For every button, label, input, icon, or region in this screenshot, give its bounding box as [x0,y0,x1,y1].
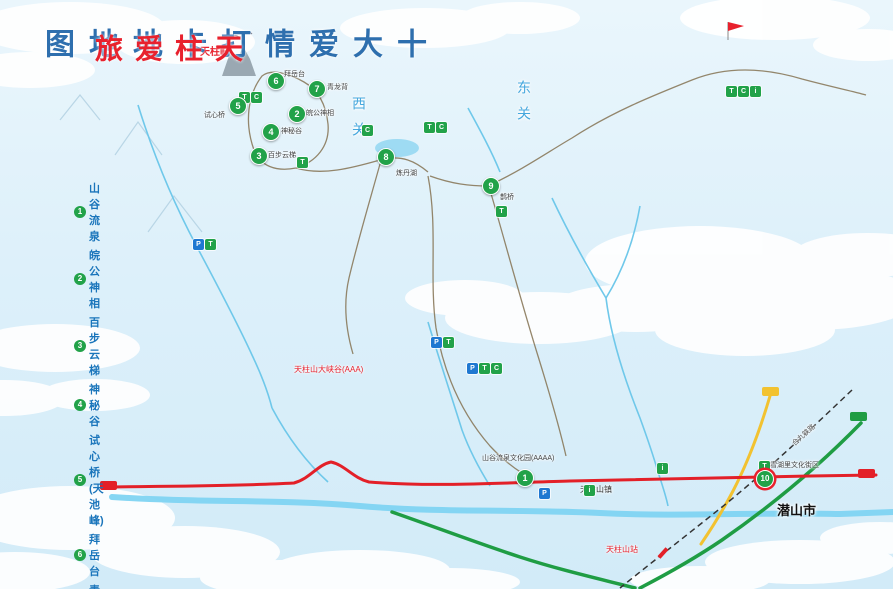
map-label: 潜山市 [777,503,817,518]
toilet-icon: T [496,206,507,217]
map-title-sub: 十大爱情打卡地地图 [40,28,425,61]
map-marker-10: 10 [756,470,774,488]
toilet-icon: T [443,337,454,348]
legend-item-label: 皖公神相 [89,250,100,310]
road-shields [100,387,875,490]
legend-item-label: 试心桥(天池峰) [89,435,104,527]
legend-item-label: 拜岳台 [89,534,100,578]
cableway-icon: C [436,122,447,133]
yellow-road [699,394,772,546]
map-label: 鹊桥 [500,194,514,201]
map-marker-3: 3 [250,147,268,165]
map-marker-1: 1 [516,469,534,487]
map-label: 神秘谷 [281,128,302,135]
info-icon: i [750,86,761,97]
green-roads [390,421,863,589]
legend-item-number: 2 [74,273,86,285]
map-label: 炼丹湖 [396,170,417,177]
map-label: 雪湖里文化街区 [770,462,819,469]
toilet-icon: T [424,122,435,133]
flag-icon [727,22,744,40]
toilet-icon: T [239,92,250,103]
cableway-icon: C [251,92,262,103]
toilet-icon: T [759,461,770,472]
qianshui-river [109,494,893,518]
map-label: 青龙背 [327,84,348,91]
map-label: 试心桥 [204,112,225,119]
parking-icon: P [431,337,442,348]
map-marker-5: 5 [229,97,247,115]
legend-item: 7青龙背 [74,582,104,589]
parking-icon: P [539,488,550,499]
info-icon: i [657,463,668,474]
map-label: 山谷流泉文化园(AAAA) [482,455,555,462]
legend: 1山谷流泉2皖公神相3百步云梯4神秘谷5试心桥(天池峰)6拜岳台7青龙背8炼丹湖… [74,180,104,589]
peak-illustration [222,31,256,76]
toilet-icon: T [297,157,308,168]
toilet-icon: T [479,363,490,374]
cableway-icon: C [362,125,373,136]
map-marker-2: 2 [288,105,306,123]
map-label: 百步云梯 [268,152,296,159]
cableway-icon: C [491,363,502,374]
hill-sketches [59,94,203,233]
map-title-main: 天柱爱旅 [91,34,242,68]
map-label: 拜岳台 [284,71,305,78]
legend-item-number: 5 [74,474,86,486]
legend-item-label: 山谷流泉 [89,183,100,243]
toilet-icon: T [726,86,737,97]
cableway-icon: C [738,86,749,97]
map-marker-8: 8 [377,148,395,166]
map-label: 东关 [516,80,532,132]
map-label: 天柱山站 [606,545,638,554]
legend-item-label: 神秘谷 [89,384,100,428]
map-marker-9: 9 [482,177,500,195]
railway-station-marker [657,547,669,559]
map-label: 天柱山大峡谷(AAA) [294,365,364,374]
map-marker-7: 7 [308,80,326,98]
map-label: 皖公神相 [306,110,334,117]
legend-item-number: 4 [74,399,86,411]
map-label: 天柱峰 [200,47,230,58]
map-marker-6: 6 [267,72,285,90]
parking-icon: P [193,239,204,250]
toilet-icon: T [205,239,216,250]
legend-item-number: 1 [74,206,86,218]
info-icon: i [584,485,595,496]
legend-list: 1山谷流泉2皖公神相3百步云梯4神秘谷5试心桥(天池峰)6拜岳台7青龙背8炼丹湖… [74,180,104,589]
streams [137,104,669,507]
parking-icon: P [467,363,478,374]
legend-item-label: 青龙背 [89,582,104,589]
legend-item-label: 百步云梯 [89,317,100,377]
map-marker-4: 4 [262,123,280,141]
red-road [110,460,878,489]
railway-line [619,389,853,589]
legend-item-number: 3 [74,340,86,352]
map-label: 天柱山镇 [580,485,612,494]
legend-item-number: 6 [74,549,86,561]
